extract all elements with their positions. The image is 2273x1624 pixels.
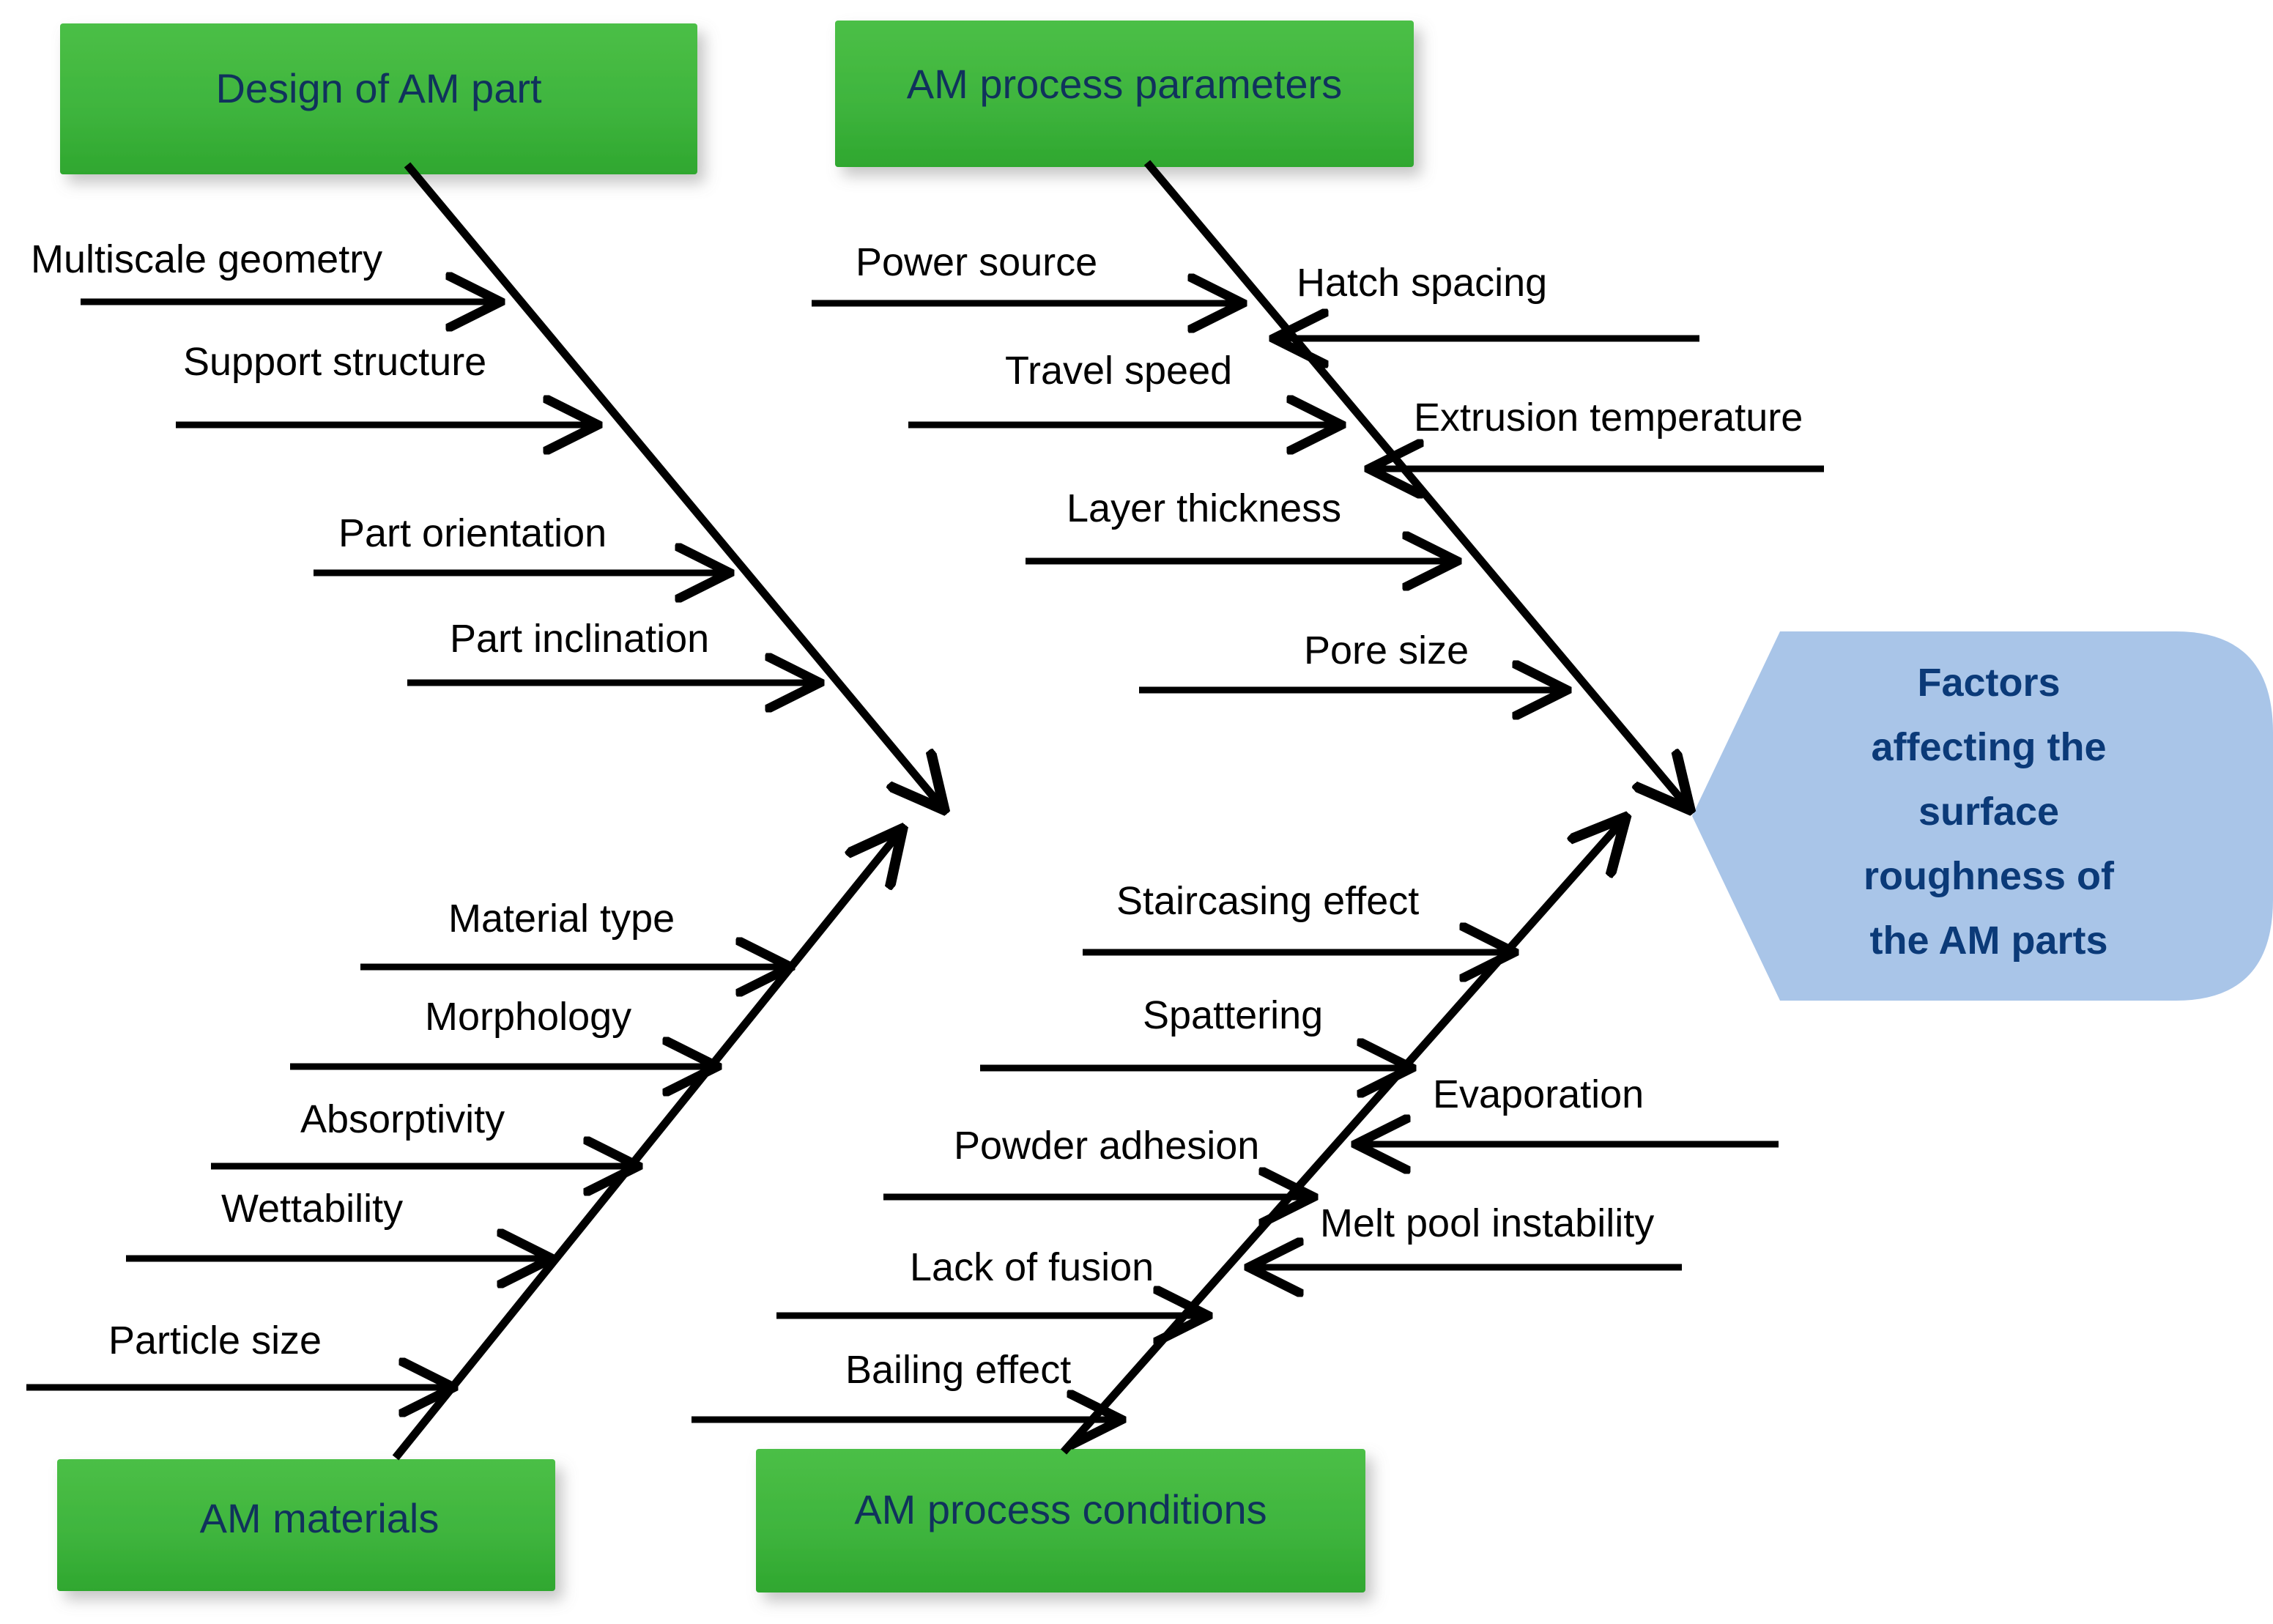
cause-label-pore-size: Pore size bbox=[1304, 629, 1469, 672]
category-box-am-process-parameters[interactable] bbox=[835, 21, 1414, 167]
category-box-am-process-conditions[interactable] bbox=[756, 1449, 1365, 1593]
cause-label-particle-size: Particle size bbox=[108, 1319, 322, 1362]
cause-label-absorptivity: Absorptivity bbox=[300, 1097, 505, 1141]
head-line-1: affecting the bbox=[1871, 725, 2106, 769]
cause-label-wettability: Wettability bbox=[221, 1187, 403, 1231]
cause-label-melt-pool-instability: Melt pool instability bbox=[1320, 1201, 1654, 1245]
cause-label-hatch-spacing: Hatch spacing bbox=[1297, 261, 1547, 305]
category-design-of-am-part[interactable]: Design of AM part Multiscale geometry Su… bbox=[31, 23, 939, 804]
cause-label-extrusion-temperature: Extrusion temperature bbox=[1414, 396, 1803, 440]
cause-label-power-source: Power source bbox=[856, 240, 1097, 284]
bone-am-process-parameters bbox=[1143, 160, 1685, 804]
effect-head: Factors affecting the surface roughness … bbox=[1692, 631, 2273, 1001]
cause-label-morphology: Morphology bbox=[425, 995, 631, 1039]
bone-am-materials bbox=[392, 835, 897, 1461]
category-am-materials[interactable]: AM materials Material type Morphology Ab… bbox=[26, 835, 897, 1591]
category-label-am-process-parameters: AM process parameters bbox=[907, 61, 1342, 107]
category-box-design-of-am-part[interactable] bbox=[60, 23, 697, 174]
cause-label-bailing-effect: Bailing effect bbox=[845, 1348, 1071, 1392]
head-line-0: Factors bbox=[1917, 661, 2060, 705]
bone-design-of-am-part bbox=[404, 162, 939, 804]
cause-label-part-inclination: Part inclination bbox=[450, 617, 709, 661]
category-box-am-materials[interactable] bbox=[57, 1459, 555, 1591]
cause-label-lack-of-fusion: Lack of fusion bbox=[910, 1245, 1154, 1289]
cause-label-layer-thickness: Layer thickness bbox=[1067, 486, 1341, 530]
cause-label-travel-speed: Travel speed bbox=[1005, 349, 1232, 393]
bone-am-process-conditions bbox=[1060, 823, 1620, 1455]
cause-label-material-type: Material type bbox=[448, 897, 675, 941]
cause-label-spattering: Spattering bbox=[1143, 993, 1323, 1037]
head-line-3: roughness of bbox=[1864, 854, 2115, 898]
category-am-process-parameters[interactable]: AM process parameters Power source Hatch… bbox=[812, 21, 1824, 804]
cause-label-evaporation: Evaporation bbox=[1433, 1072, 1644, 1116]
category-label-am-process-conditions: AM process conditions bbox=[854, 1486, 1267, 1532]
cause-label-powder-adhesion: Powder adhesion bbox=[954, 1124, 1259, 1168]
cause-label-part-orientation: Part orientation bbox=[338, 511, 607, 555]
category-label-design-of-am-part: Design of AM part bbox=[215, 65, 542, 111]
effect-head-shape bbox=[1692, 631, 2273, 1001]
cause-label-support-structure: Support structure bbox=[183, 340, 486, 384]
category-am-process-conditions[interactable]: AM process conditions Staircasing effect… bbox=[691, 823, 1779, 1593]
cause-label-staircasing-effect: Staircasing effect bbox=[1116, 879, 1419, 923]
cause-label-multiscale-geometry: Multiscale geometry bbox=[31, 237, 382, 281]
category-label-am-materials: AM materials bbox=[200, 1495, 440, 1541]
head-line-2: surface bbox=[1918, 790, 2059, 834]
head-line-4: the AM parts bbox=[1869, 919, 2107, 963]
